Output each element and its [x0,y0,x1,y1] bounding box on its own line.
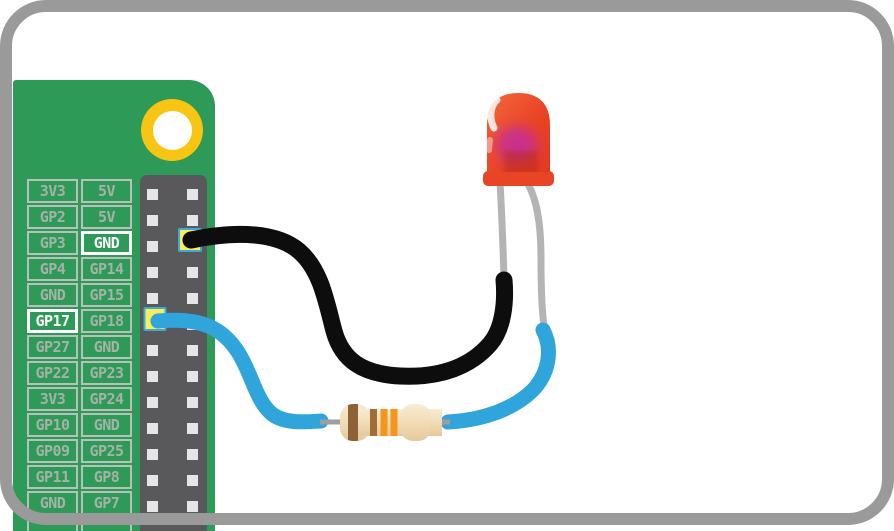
pin-label-gnd-row5-left: GND [27,283,78,307]
resistor-band-4 [390,404,398,441]
header-pin [187,422,198,434]
resistor [340,404,442,441]
gpio-pin-label-grid: 3V3 5V GP2 5V GP3 GND GP4 GP14 GND GP15 … [27,179,132,531]
pin-label-5v-row1-right: 5V [81,179,132,203]
pin-label-row: GP4 GP14 [27,257,132,281]
header-pin [187,344,198,356]
header-pin [147,474,158,486]
pin-label-row: GP22 GP23 [27,361,132,385]
pin-label-row: GP09 GP25 [27,439,132,463]
header-pin [147,396,158,408]
blue-jumper-wire-left [150,312,329,430]
led-die [504,151,538,172]
header-pin [187,214,198,226]
resistor-band-3 [380,404,388,441]
mounting-hole-center [152,110,192,150]
header-pin-row [140,392,207,418]
blue-jumper-wire-right [440,322,556,430]
pin-label-gp10-row10-left: GP10 [27,413,78,437]
header-pin [147,214,158,226]
pin-label-row: 3V3 GP24 [27,387,132,411]
pin-label-gp2-row2-left: GP2 [27,205,78,229]
header-pin [187,370,198,382]
header-pin [187,188,198,200]
pin-label-gp17-row6-left: GP17 [27,309,78,333]
raspberry-pi-board: 3V3 5V GP2 5V GP3 GND GP4 GP14 GND GP15 … [13,80,215,531]
resistor-band-2 [370,404,377,441]
header-pin-row [140,366,207,392]
pin-label-row: GP17 GP18 [27,309,132,333]
pin-label-gp14-row4-right: GP14 [81,257,132,281]
resistor-band-1 [348,404,358,441]
pin-label-gp25-row11-right: GP25 [81,439,132,463]
pin-label-3v3-row1-left: 3V3 [27,179,78,203]
pin-label-gp8-row12-right: GP8 [81,465,132,489]
pin-label-gp15-row5-right: GP15 [81,283,132,307]
pin-label-gp09-row11-left: GP09 [27,439,78,463]
header-pin [147,448,158,460]
black-jumper-wire [182,225,514,385]
pin-label-gp24-row9-right: GP24 [81,387,132,411]
header-pin [187,500,198,512]
led-cathode-leg [496,179,508,281]
pin-label-gp18-row6-right: GP18 [81,309,132,333]
pin-label-gp27-row7-left: GP27 [27,335,78,359]
header-pin [147,266,158,278]
pin-label-gp3-row3-left: GP3 [27,231,78,255]
header-pin [147,240,158,252]
pin-label-gnd-row7-right: GND [81,335,132,359]
header-pin [187,266,198,278]
led-highlight-small [487,137,493,153]
pin-label-row: GP2 5V [27,205,132,229]
header-pin [147,292,158,304]
led-highlight-streak [487,96,501,132]
header-pin [147,344,158,356]
header-pin [147,188,158,200]
pin-label-row: GP10 GND [27,413,132,437]
header-pin-row [140,496,207,522]
led-anode-leg [524,180,548,329]
header-pin-row [140,184,207,210]
header-pin [147,500,158,512]
header-pin-row [140,470,207,496]
pin-label-row: GND GP15 [27,283,132,307]
header-pin-row [140,262,207,288]
header-pin [147,370,158,382]
pin-label-gp4-row4-left: GP4 [27,257,78,281]
header-pin [147,422,158,434]
pin-label-gp11-row12-left: GP11 [27,465,78,489]
red-led [483,93,554,186]
header-pin [187,396,198,408]
pin-label-gnd-row10-right: GND [81,413,132,437]
header-pin [187,292,198,304]
resistor-color-bands [348,404,398,441]
pin-label-3v3-row9-left: 3V3 [27,387,78,411]
pin-label-row: 3V3 5V [27,179,132,203]
pin-label-gnd-row3-right: GND [81,231,132,255]
mounting-hole [141,99,203,161]
pin-label-gp22-row8-left: GP22 [27,361,78,385]
pin-label-5v-row2-right: 5V [81,205,132,229]
header-pin-row [140,210,207,236]
header-pin-row [140,288,207,314]
pin-label-row: GP27 GND [27,335,132,359]
header-pin [187,474,198,486]
header-pin [187,448,198,460]
header-pin-row [140,340,207,366]
pin-label-gp23-row8-right: GP23 [81,361,132,385]
header-pin-row [140,444,207,470]
header-pin-row [140,418,207,444]
pin-label-row: GP11 GP8 [27,465,132,489]
resistor-right-bulge [400,404,431,441]
pin-label-row: GP3 GND [27,231,132,255]
led-flange [483,171,554,186]
